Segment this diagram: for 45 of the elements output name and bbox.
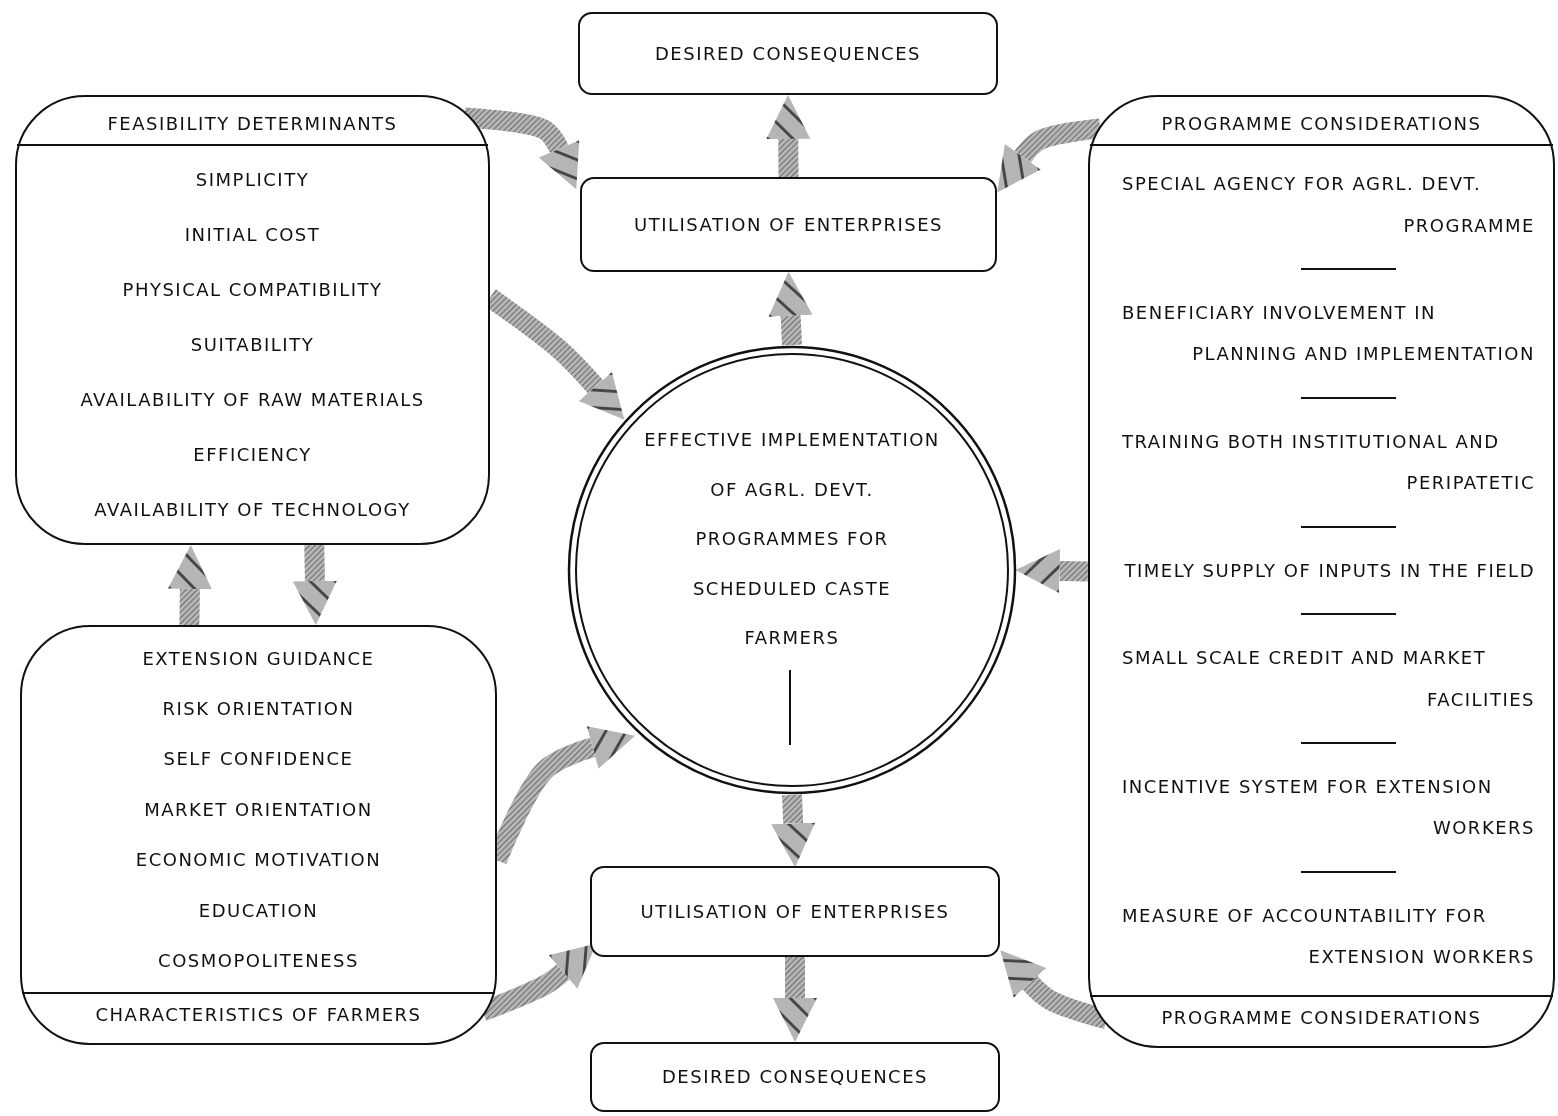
list-item: SIMPLICITY: [195, 168, 310, 193]
list-item: SUITABILITY: [190, 333, 315, 357]
box-label: DESIRED CONSEQUENCES: [662, 1065, 928, 1090]
list-item: PHYSICAL COMPATIBILITY: [122, 278, 383, 302]
list-item: SELF CONFIDENCE: [163, 747, 354, 772]
list-item: EXTENSION GUIDANCE: [142, 646, 375, 671]
arrow: [771, 794, 816, 868]
list-item: EDUCATION: [198, 898, 319, 923]
list-item: BENEFICIARY INVOLVEMENT IN PLANNING AND IMPLEMENTATION: [1122, 301, 1535, 367]
rounded-box: [590, 866, 1000, 957]
list-item: ECONOMIC MOTIVATION: [135, 848, 382, 873]
rounded-panel: [1088, 95, 1555, 1048]
list-item: TIMELY SUPPLY OF INPUTS IN THE FIELD: [1123, 558, 1535, 583]
list-item: AVAILABILITY OF RAW MATERIALS: [80, 387, 425, 412]
double-circle: [567, 345, 1017, 795]
list-item: MARKET ORIENTATION: [144, 797, 373, 822]
box-label: DESIRED CONSEQUENCES: [655, 41, 921, 66]
panel-heading: PROGRAMME CONSIDERATIONS: [1160, 112, 1483, 136]
list-item: MEASURE OF ACCOUNTABILITY FOR EXTENSION WORKERS: [1122, 903, 1535, 970]
arrow: [292, 544, 337, 625]
rounded-panel: [15, 95, 490, 545]
list-item: COSMOPOLITENESS: [158, 948, 359, 973]
center-label: EFFECTIVE IMPLEMENTATION OF AGRL. DEVT. PROGRAMMES FOR SCHEDULED CASTE FARMERS: [644, 428, 940, 650]
rounded-box: [580, 177, 997, 272]
list-item: AVAILABILITY OF TECHNOLOGY: [94, 497, 411, 522]
panel-heading: CHARACTERISTICS OF FARMERS: [94, 1002, 423, 1027]
arrow: [768, 271, 813, 346]
rounded-box: [578, 12, 998, 95]
box-label: UTILISATION OF ENTERPRISES: [634, 212, 943, 237]
panel-heading: PROGRAMME CONSIDERATIONS: [1160, 1005, 1483, 1030]
rounded-panel: [20, 625, 497, 1045]
list-item: TRAINING BOTH INSTITUTIONAL AND PERIPATETIC: [1122, 429, 1535, 496]
list-item: RISK ORIENTATION: [162, 697, 355, 721]
arrow: [766, 95, 811, 178]
arrow: [1015, 548, 1089, 593]
arrow: [773, 957, 817, 1042]
panel-heading: FEASIBILITY DETERMINANTS: [106, 112, 399, 136]
list-item: SPECIAL AGENCY FOR AGRL. DEVT. PROGRAMME: [1122, 172, 1535, 238]
arrow: [168, 545, 212, 626]
list-item: SMALL SCALE CREDIT AND MARKET FACILITIES: [1122, 646, 1535, 712]
list-item: INITIAL COST: [184, 223, 321, 248]
list-item: EFFICIENCY: [193, 442, 312, 467]
box-label: UTILISATION OF ENTERPRISES: [640, 899, 950, 924]
rounded-box: [590, 1042, 1000, 1112]
list-item: INCENTIVE SYSTEM FOR EXTENSION WORKERS: [1122, 775, 1535, 841]
